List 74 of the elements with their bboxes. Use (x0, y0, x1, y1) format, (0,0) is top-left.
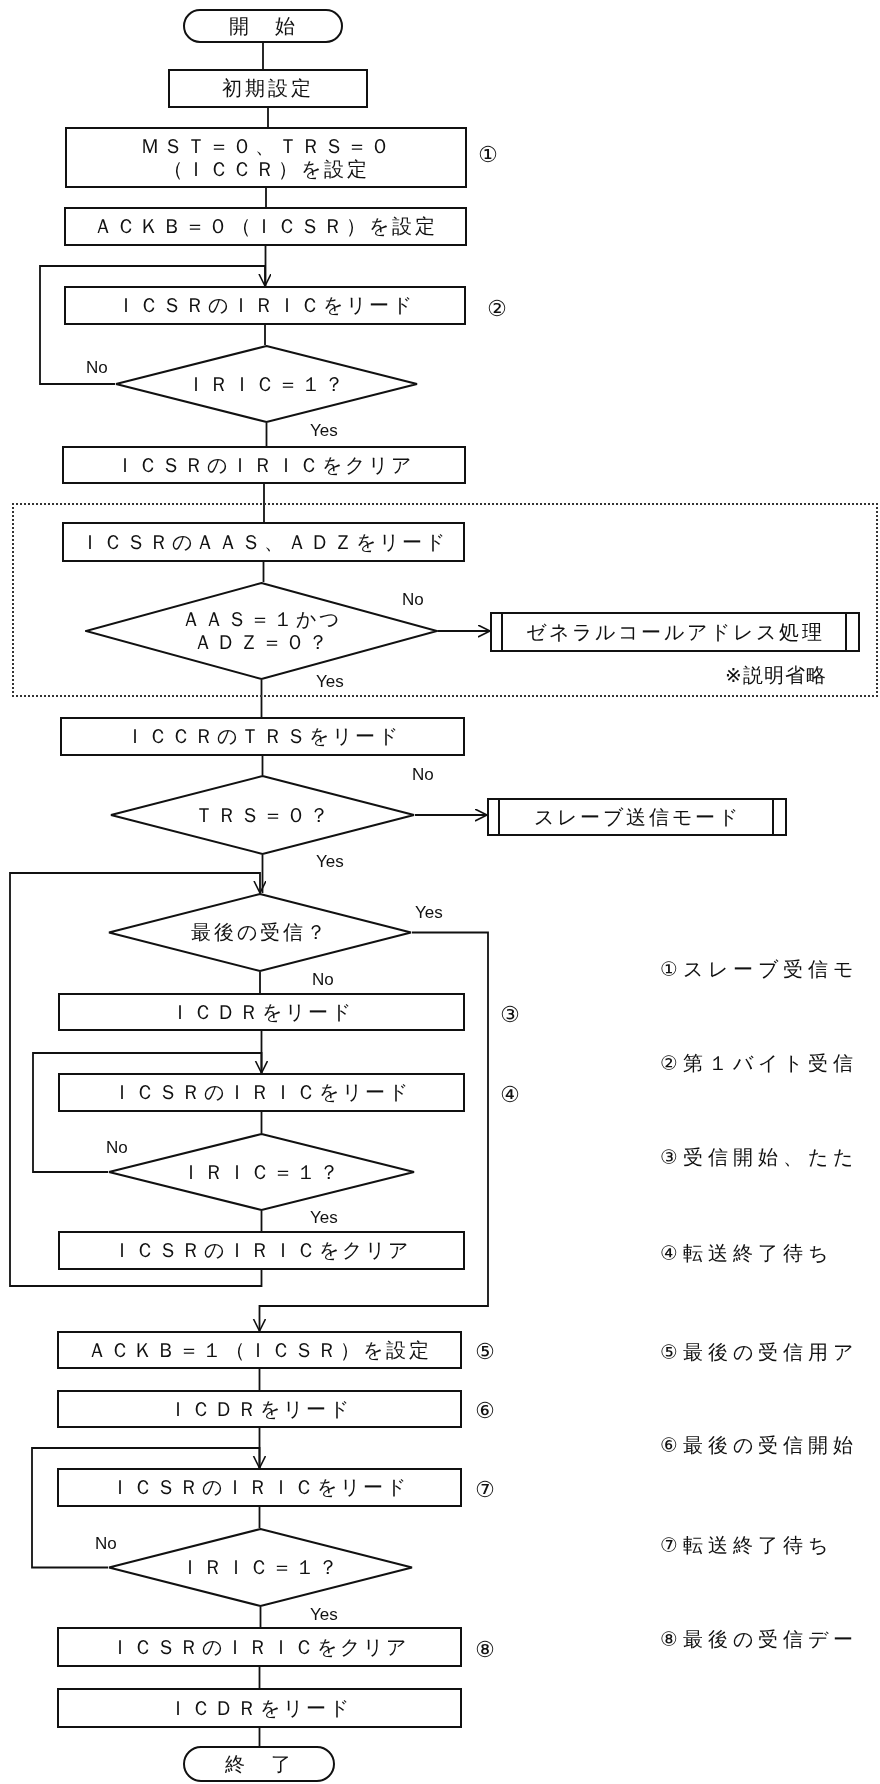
connector-line (265, 187, 267, 208)
step-number: ⑥ (475, 1398, 495, 1423)
decision-diamond: 最後の受信？ (108, 893, 412, 972)
note-text: ※説明省略 (725, 664, 827, 687)
connector-line (267, 107, 269, 128)
edge-label: No (312, 970, 334, 990)
connector-line (261, 854, 264, 894)
terminal-box: 開 始 (183, 9, 343, 43)
edge-label: Yes (316, 852, 344, 872)
edge-label: Yes (310, 1208, 338, 1228)
note-text: ①スレーブ受信モ (660, 956, 858, 983)
process-box: ＩＣＳＲのＡＡＳ、ＡＤＺをリード (62, 522, 465, 562)
process-box: ＩＣＳＲのＩＲＩＣをクリア (57, 1627, 462, 1667)
process-box: ＩＣＤＲをリード (57, 1688, 462, 1728)
step-number: ③ (500, 1002, 520, 1027)
process-box: ＩＣＳＲのＩＲＩＣをクリア (62, 446, 466, 484)
connector-line (259, 971, 261, 994)
step-number: ⑧ (475, 1637, 495, 1662)
arrow (39, 265, 272, 385)
edge-label: No (106, 1138, 128, 1158)
connector-line (262, 42, 264, 70)
step-number: ② (487, 296, 507, 321)
arrow (31, 1447, 267, 1569)
arrow (32, 1052, 269, 1173)
connector-line (258, 1506, 261, 1529)
step-number: ⑤ (475, 1339, 495, 1364)
process-box: ＩＣＳＲのＩＲＩＣをリード (57, 1468, 462, 1507)
edge-label: Yes (310, 421, 338, 441)
arrow (9, 872, 267, 1287)
dashed-frame (12, 503, 878, 697)
note-text: ⑦転送終了待ち (660, 1532, 833, 1559)
edge-label: Yes (415, 903, 443, 923)
connector-line (265, 422, 268, 447)
edge-label: No (86, 358, 108, 378)
note-text: ⑤最後の受信用ア (660, 1339, 858, 1366)
process-box: ＩＣＳＲのＩＲＩＣをリード (64, 286, 466, 325)
connector-line (258, 1666, 261, 1689)
connector-line (262, 561, 265, 583)
connector-line (260, 1111, 263, 1134)
connector-line (261, 755, 264, 776)
note-text: ③受信開始、たた (660, 1144, 858, 1171)
connector-line (263, 483, 265, 523)
arrow (252, 931, 489, 1332)
process-box: ＩＣＳＲのＩＲＩＣをリード (58, 1073, 465, 1112)
process-box: ＩＣＤＲをリード (57, 1390, 462, 1428)
terminal-box: 終 了 (183, 1746, 335, 1782)
arrow (414, 808, 488, 822)
arrow (437, 624, 491, 638)
process-box: 初期設定 (168, 69, 368, 108)
edge-label: No (412, 765, 434, 785)
note-text: ⑧最後の受信デー (660, 1626, 858, 1653)
process-box: ＡＣＫＢ＝１（ＩＣＳＲ）を設定 (57, 1331, 462, 1369)
step-number: ⑦ (475, 1477, 495, 1502)
process-box: ＭＳＴ＝０、ＴＲＳ＝０（ＩＣＣＲ）を設定 (65, 127, 467, 188)
connector-line (258, 1368, 261, 1391)
process-box: ＡＣＫＢ＝０（ＩＣＳＲ）を設定 (64, 207, 467, 246)
note-text: ②第１バイト受信 (660, 1050, 858, 1077)
connector-line (259, 1606, 262, 1628)
process-box: ＩＣＣＲのＴＲＳをリード (60, 717, 465, 756)
connector-line (260, 679, 263, 718)
note-text: ④転送終了待ち (660, 1240, 833, 1267)
connector-line (260, 1210, 263, 1232)
edge-label: Yes (310, 1605, 338, 1625)
step-number: ④ (500, 1082, 520, 1107)
edge-label: No (95, 1534, 117, 1554)
decision-diamond: ＩＲＩＣ＝１？ (115, 345, 418, 423)
note-text: ⑥最後の受信開始 (660, 1432, 858, 1459)
subroutine-box: スレーブ送信モード (487, 798, 787, 836)
connector-line (264, 324, 266, 346)
subroutine-box: ゼネラルコールアドレス処理 (490, 612, 860, 652)
process-box: ＩＣＳＲのＩＲＩＣをクリア (58, 1231, 465, 1270)
process-box: ＩＣＤＲをリード (58, 993, 465, 1031)
step-number: ① (478, 142, 498, 167)
edge-label: No (402, 590, 424, 610)
